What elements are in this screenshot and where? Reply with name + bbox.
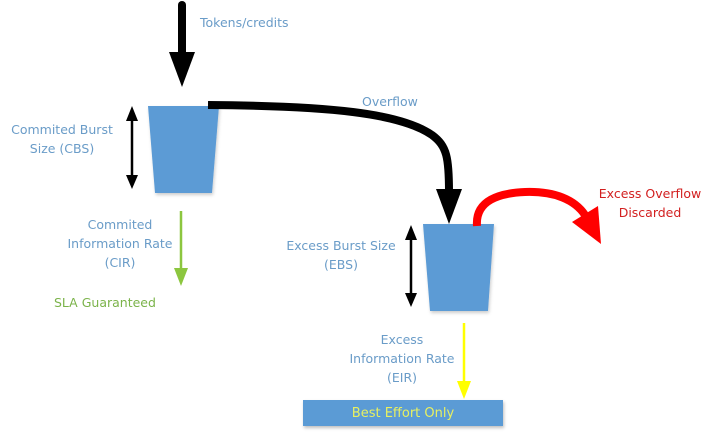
ebs-label: Excess Burst Size (EBS)	[282, 236, 400, 274]
cbs-label: Commited Burst Size (CBS)	[4, 120, 120, 158]
best-effort-label: Best Effort Only	[351, 405, 455, 421]
eir-label-line1: Excess	[380, 332, 424, 347]
cbs-bucket	[148, 106, 219, 193]
eir-label-line2: Information Rate	[349, 351, 455, 366]
cir-label-line2: Information Rate	[67, 236, 173, 251]
best-effort-box: Best Effort Only	[303, 400, 503, 426]
cbs-label-line1: Commited Burst	[11, 122, 113, 137]
eir-label: Excess Information Rate (EIR)	[344, 330, 460, 387]
cbs-label-line2: Size (CBS)	[29, 141, 95, 156]
cir-label-line3: (CIR)	[104, 255, 136, 270]
cir-arrow	[174, 211, 188, 286]
ebs-size-arrow	[405, 225, 417, 307]
cir-label-line1: Commited	[87, 217, 153, 232]
overflow-label: Overflow	[362, 94, 418, 109]
tokens-arrow	[169, 1, 195, 87]
cir-label: Commited Information Rate (CIR)	[64, 215, 176, 272]
excess-overflow-arrow	[472, 187, 601, 244]
overflow-arrow	[207, 101, 462, 224]
ebs-label-line1: Excess Burst Size	[286, 238, 396, 253]
ebs-label-line2: (EBS)	[324, 257, 358, 272]
eir-label-line3: (EIR)	[386, 370, 418, 385]
eir-arrow	[457, 323, 471, 399]
sla-guaranteed-label: SLA Guaranteed	[54, 295, 156, 310]
excess-overflow-line2: Discarded	[618, 205, 682, 220]
excess-overflow-label: Excess Overflow Discarded	[590, 184, 710, 222]
cbs-size-arrow	[126, 106, 138, 189]
excess-overflow-line1: Excess Overflow	[598, 186, 702, 201]
tokens-label: Tokens/credits	[200, 15, 289, 30]
ebs-bucket	[423, 224, 494, 311]
